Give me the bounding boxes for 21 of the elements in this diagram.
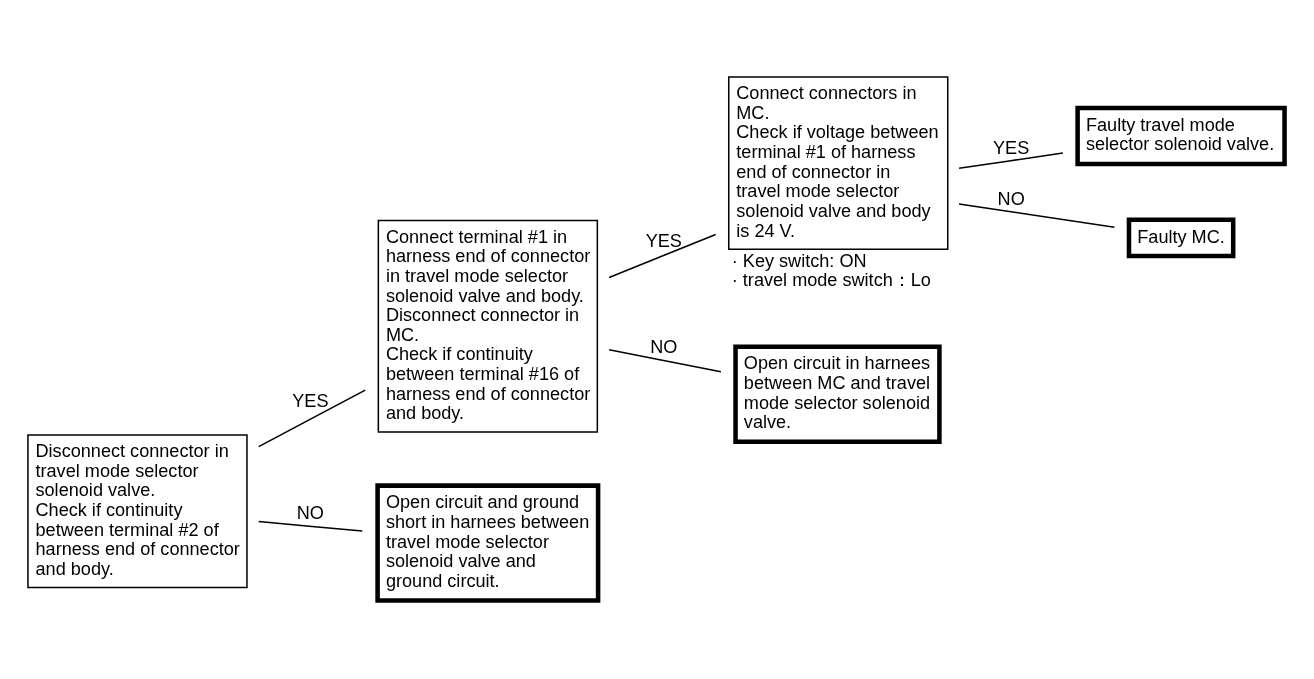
node-box: Connect terminal #1 in harness end of connector in travel mode selector solenoid valve and body. Disconnect connector in MC. Check if continuity between terminal #16 of harness end of connector and body. xyxy=(377,219,599,433)
node-label: · travel mode switch：Lo xyxy=(731,270,931,291)
node-box: Connect connectors in MC. Check if voltage between terminal #1 of harness end of connector in travel mode selector solenoid valve and body is 24 V. xyxy=(728,76,949,250)
edge-label: YES xyxy=(645,231,682,252)
connector xyxy=(958,152,1064,169)
edge-label: NO xyxy=(650,336,678,357)
connector xyxy=(608,233,717,279)
node-box: Disconnect connector in travel mode selector solenoid valve. Check if continuity between terminal #2 of harness end of connector and body. xyxy=(27,434,248,589)
node-box: Open circuit and ground short in harnees between travel mode selector solenoid valve and ground circuit. xyxy=(375,483,601,603)
node-box: Faulty travel mode selector solenoid valve. xyxy=(1075,105,1287,167)
edge-label: NO xyxy=(296,503,324,523)
node-label: · Key switch: ON xyxy=(731,250,867,271)
connector xyxy=(257,520,364,532)
connector xyxy=(958,203,1116,229)
connector xyxy=(257,389,367,448)
node-box: Faulty MC. xyxy=(1126,217,1236,259)
connector xyxy=(608,349,722,373)
edge-label: YES xyxy=(292,391,329,412)
edge-label: NO xyxy=(997,188,1025,209)
node-box: Open circuit in harnees between MC and travel mode selector solenoid valve. xyxy=(733,344,942,445)
edge-label: YES xyxy=(993,137,1030,158)
